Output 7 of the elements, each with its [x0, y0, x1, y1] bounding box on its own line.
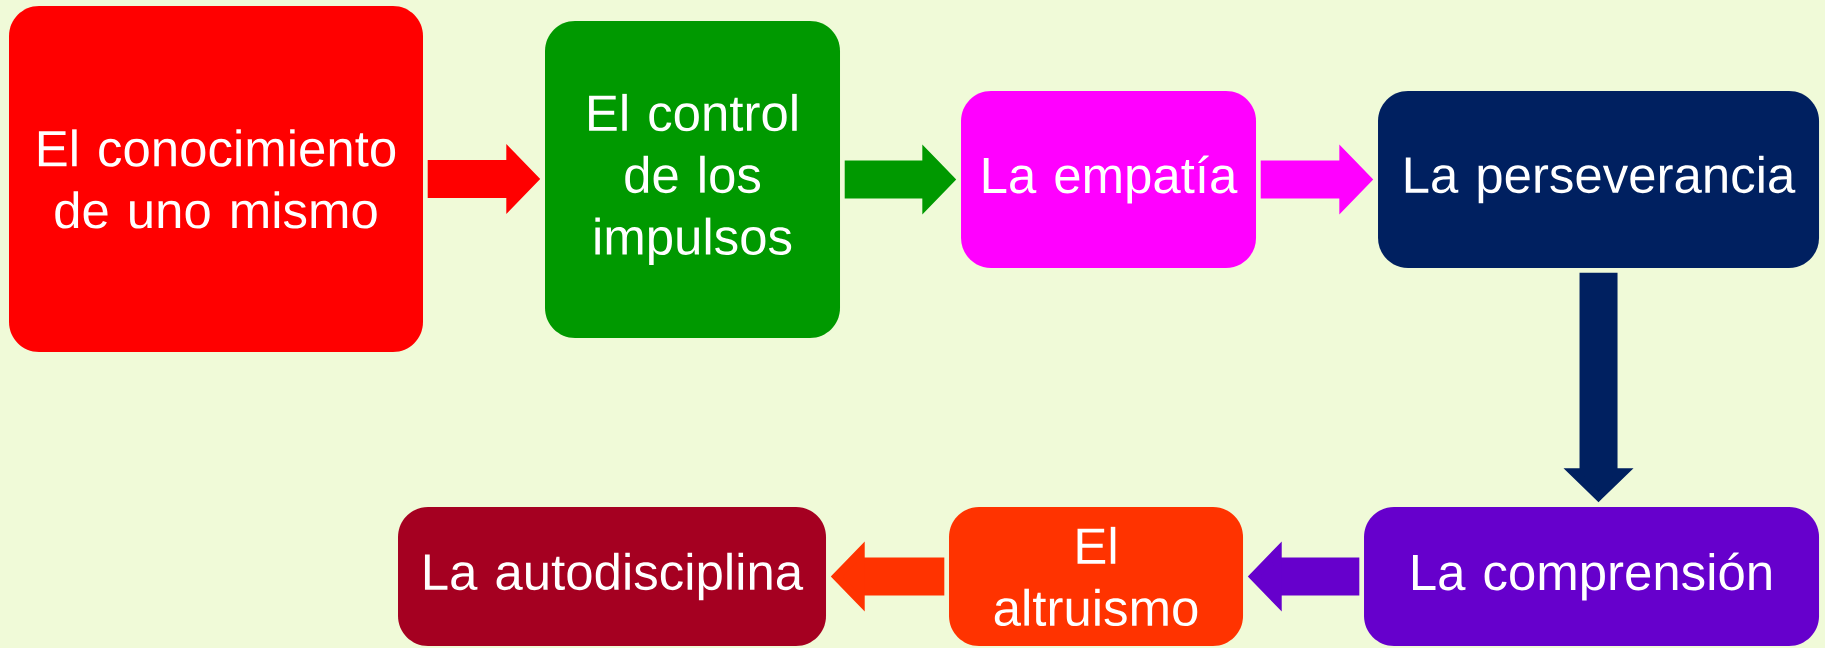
- process-box: La perseverancia: [1378, 91, 1820, 268]
- process-box: La comprensión: [1364, 507, 1820, 646]
- process-box: El conocimiento de uno mismo: [9, 5, 423, 352]
- process-box: La autodisciplina: [398, 507, 826, 646]
- process-box: El control de los impulsos: [545, 20, 840, 338]
- process-box: La empatía: [961, 91, 1256, 268]
- process-box: El altruismo: [949, 507, 1243, 646]
